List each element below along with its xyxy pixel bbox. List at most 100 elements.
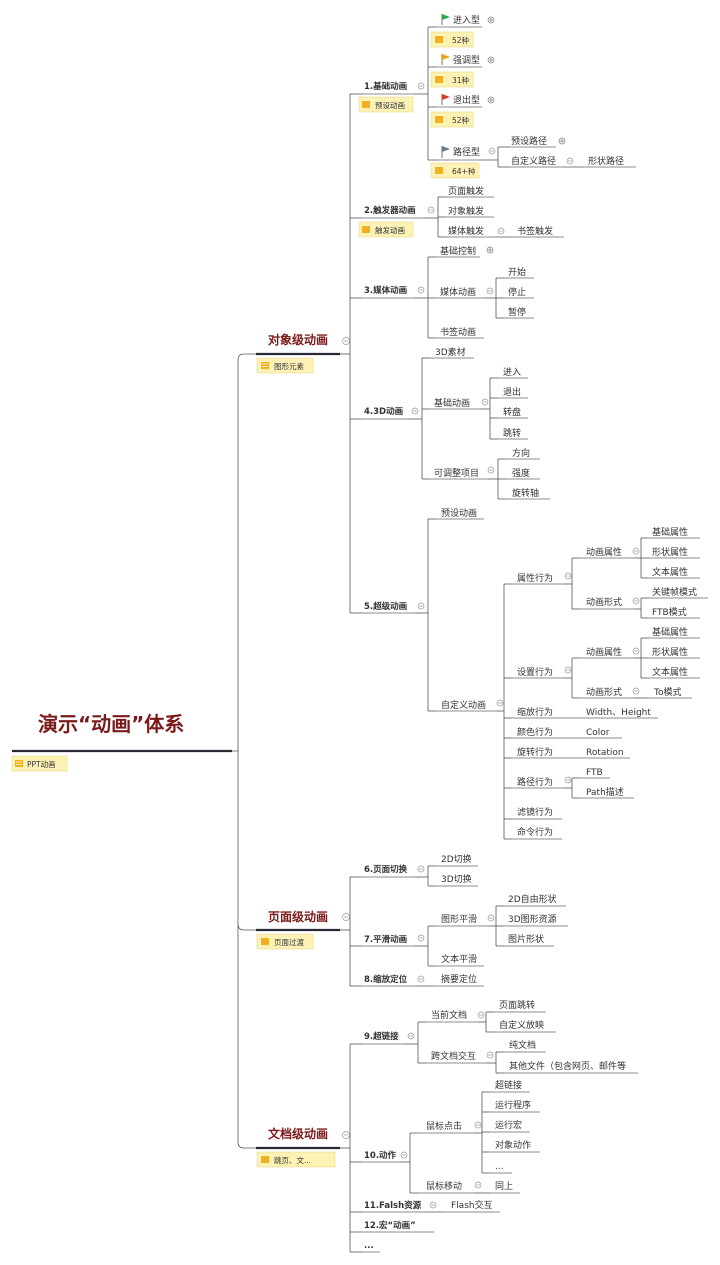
root-note[interactable]: PPT动画 [11,755,68,772]
node-2d-free-shape[interactable]: 2D自由形状 [508,893,557,905]
node-set-anim-form[interactable]: 动画形式 [586,686,622,698]
node-3d-jump[interactable]: 跳转 [503,427,521,439]
node-text-prop[interactable]: 文本属性 [652,566,688,578]
node-preset-path[interactable]: 预设路径 [511,135,547,147]
node-more[interactable]: ... [364,1241,374,1251]
node-3d-adjust[interactable]: 可调整项目 [434,467,479,479]
node-enter-type[interactable]: 进入型 [453,15,480,26]
node-scale-behavior[interactable]: 缩放行为 [517,706,553,718]
node-rotate-behavior[interactable]: 旋转行为 [517,746,553,758]
node-3d-switch[interactable]: 3D切换 [441,873,472,885]
node-3d-turntable[interactable]: 转盘 [503,406,521,418]
node-3d-direction[interactable]: 方向 [512,447,530,459]
expand-icon[interactable] [487,96,495,104]
node-pause[interactable]: 暂停 [508,306,526,318]
node-color-value[interactable]: Color [586,728,610,738]
node-custom-show[interactable]: 自定义放映 [499,1019,544,1031]
node-bookmark-trigger[interactable]: 书签触发 [517,225,553,237]
note-path-count[interactable]: 64+种 [430,162,480,179]
node-filter-behavior[interactable]: 滤镜行为 [517,806,553,818]
node-text-smooth[interactable]: 文本平滑 [441,953,477,965]
node-super-anim[interactable]: 5.超级动画 [364,601,407,612]
node-media-anim[interactable]: 3.媒体动画 [364,285,407,296]
node-macro[interactable]: 12.宏“动画” [364,1220,416,1231]
expand-icon[interactable] [487,16,495,24]
note-exit-count[interactable]: 52种 [430,111,474,128]
node-start[interactable]: 开始 [508,266,526,278]
node-bookmark-anim[interactable]: 书签动画 [440,326,476,338]
node-ftb-mode[interactable]: FTB模式 [652,606,687,618]
node-anim-form[interactable]: 动画形式 [586,596,622,608]
node-media-animation[interactable]: 媒体动画 [440,286,476,298]
node-set-text-prop[interactable]: 文本属性 [652,666,688,678]
node-trigger-anim[interactable]: 2.触发器动画 [364,205,416,216]
node-3d-resource[interactable]: 3D图形资源 [508,913,557,925]
node-action-more[interactable]: ... [495,1162,504,1172]
node-basic-prop[interactable]: 基础属性 [652,526,688,538]
node-stop[interactable]: 停止 [508,286,526,298]
node-run-macro[interactable]: 运行宏 [495,1119,522,1131]
section-page-title[interactable]: 页面级动画 [268,909,328,924]
node-basic-anim[interactable]: 1.基础动画 [364,81,407,92]
node-set-shape-prop[interactable]: 形状属性 [652,646,688,658]
node-cross-doc[interactable]: 跨文档交互 [431,1050,476,1062]
node-image-shape[interactable]: 图片形状 [508,933,544,945]
node-path-type[interactable]: 路径型 [453,146,480,158]
node-super-custom[interactable]: 自定义动画 [441,699,486,711]
node-zoom-locate[interactable]: 8.缩放定位 [364,974,408,985]
node-3d-exit[interactable]: 退出 [503,386,521,398]
node-shape-path[interactable]: 形状路径 [588,155,624,167]
node-keyframe-mode[interactable]: 关键帧模式 [652,586,697,598]
node-mouse-click[interactable]: 鼠标点击 [426,1120,462,1132]
node-to-mode[interactable]: To模式 [653,686,681,698]
node-plain-doc[interactable]: 纯文档 [509,1039,536,1051]
node-shape-smooth[interactable]: 图形平滑 [441,913,477,925]
node-ftb[interactable]: FTB [586,768,603,778]
node-3d-basic[interactable]: 基础动画 [434,397,470,409]
node-other-files[interactable]: 其他文件（包含网页、邮件等 [509,1060,626,1072]
node-rotate-value[interactable]: Rotation [586,748,624,758]
node-set-basic-prop[interactable]: 基础属性 [652,626,688,638]
node-prop-behavior[interactable]: 属性行为 [517,572,553,584]
node-page-switch[interactable]: 6.页面切换 [364,864,408,875]
node-action[interactable]: 10.动作 [364,1150,397,1161]
node-scale-value[interactable]: Width、Height [586,708,651,718]
node-flash-interact[interactable]: Flash交互 [451,1199,493,1211]
node-3d-intensity[interactable]: 强度 [512,467,530,479]
node-set-behavior[interactable]: 设置行为 [517,666,553,678]
node-emphasis-type[interactable]: 强调型 [453,55,480,66]
node-path-desc[interactable]: Path描述 [586,786,624,798]
node-2d-switch[interactable]: 2D切换 [441,853,472,865]
node-anim-prop[interactable]: 动画属性 [586,546,622,558]
node-shape-prop[interactable]: 形状属性 [652,546,688,558]
node-super-preset[interactable]: 预设动画 [441,508,477,519]
section-object-note[interactable]: 图形元素 [256,357,314,374]
node-object-action[interactable]: 对象动作 [495,1139,531,1151]
node-3d-anim[interactable]: 4.3D动画 [364,406,403,417]
node-set-anim-prop[interactable]: 动画属性 [586,646,622,658]
node-3d-material[interactable]: 3D素材 [435,346,466,358]
section-doc-title[interactable]: 文档级动画 [268,1126,328,1141]
node-page-trigger[interactable]: 页面触发 [448,185,484,197]
node-action-hyperlink[interactable]: 超链接 [495,1079,522,1091]
note-preset-anim[interactable]: 预设动画 [358,96,414,113]
node-exit-type[interactable]: 退出型 [453,94,480,106]
root-title[interactable]: 演示“动画”体系 [38,712,184,736]
node-path-behavior[interactable]: 路径行为 [517,776,553,788]
node-media-trigger[interactable]: 媒体触发 [448,225,484,237]
node-object-trigger[interactable]: 对象触发 [448,205,484,217]
expand-icon[interactable] [486,246,494,254]
expand-icon[interactable] [558,137,566,145]
section-object-title[interactable]: 对象级动画 [268,332,328,347]
node-summary-zoom[interactable]: 摘要定位 [441,973,477,985]
node-current-doc[interactable]: 当前文档 [431,1009,467,1021]
node-custom-path[interactable]: 自定义路径 [511,155,556,167]
node-hyperlink[interactable]: 9.超链接 [364,1031,399,1042]
node-same-above[interactable]: 同上 [495,1181,513,1192]
node-flash-resource[interactable]: 11.Falsh资源 [364,1200,422,1211]
note-enter-count[interactable]: 52种 [430,31,474,48]
node-smooth-anim[interactable]: 7.平滑动画 [364,934,407,945]
node-page-jump[interactable]: 页面跳转 [499,999,535,1011]
node-run-program[interactable]: 运行程序 [495,1099,531,1111]
node-color-behavior[interactable]: 颜色行为 [517,726,553,738]
